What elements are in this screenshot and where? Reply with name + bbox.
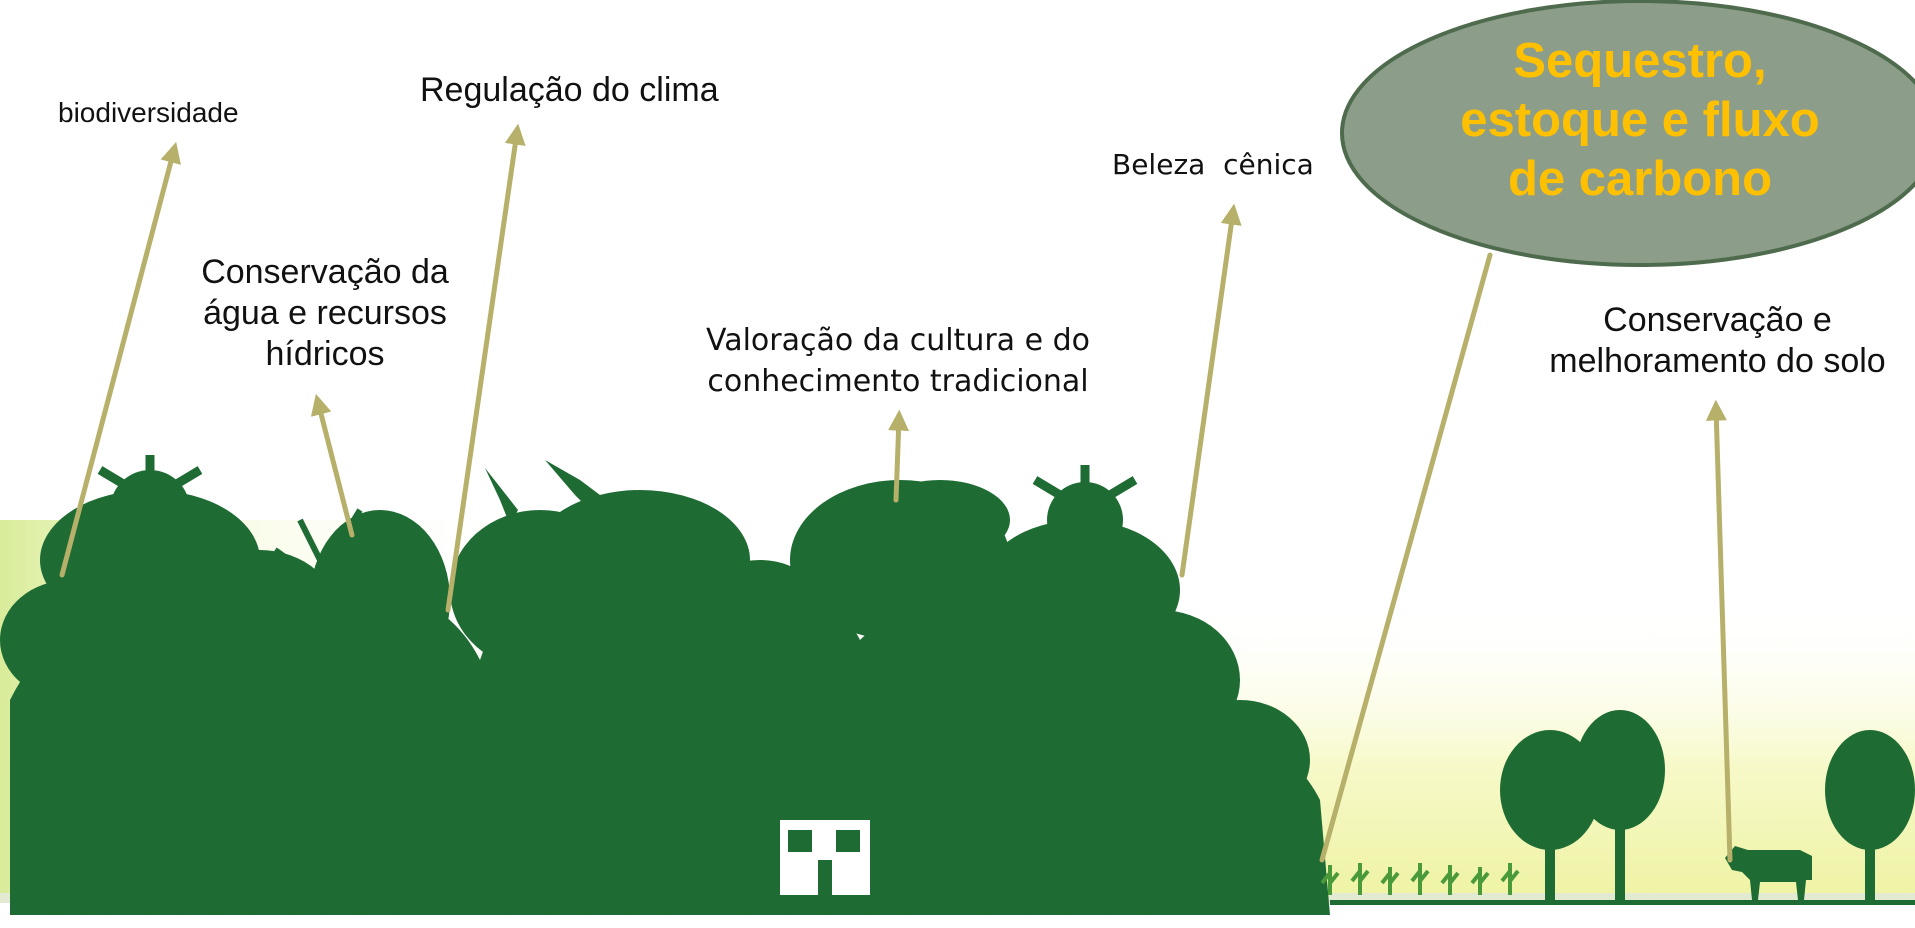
label-biodiversidade: biodiversidade [58, 97, 239, 128]
arrow-carbono [1319, 252, 1493, 863]
arrow-agua [310, 393, 355, 538]
palm-fronds-left [97, 455, 203, 534]
label-line: hídricos [265, 334, 385, 373]
label-line: água e recursos [203, 293, 447, 332]
ground-grass-right [1330, 900, 1915, 905]
label-line: Valoração da cultura e do [706, 323, 1090, 358]
label-line: melhoramento do solo [1549, 341, 1886, 380]
label-valoracao-cultura: Valoração da cultura e do conhecimento t… [688, 320, 1108, 403]
carbon-highlight-ellipse [1340, 0, 1915, 267]
grass-fringe [10, 874, 1185, 915]
highlight-line: estoque e fluxo [1460, 92, 1820, 147]
arrow-clima [445, 123, 526, 613]
label-beleza-cenica: Beleza cênica [1112, 148, 1314, 181]
pasture-trees [1330, 710, 1915, 905]
arrow-solo [1705, 399, 1733, 863]
grass-leaves [273, 508, 403, 593]
palm-fronds-right [1032, 465, 1138, 544]
cow-right [1725, 846, 1812, 900]
label-line: conhecimento tradicional [707, 364, 1089, 400]
crop-row [1320, 863, 1520, 895]
bird-2 [545, 460, 600, 510]
label-regulacao-clima: Regulação do clima [420, 71, 719, 109]
label-line: Conservação e [1603, 301, 1832, 339]
forest-silhouette [0, 455, 1330, 915]
arrows [59, 123, 1733, 863]
carbon-highlight-text: Sequestro, estoque e fluxo de carbono [1370, 32, 1910, 208]
arrow-beleza [1179, 203, 1242, 578]
highlight-line: de carbono [1507, 151, 1773, 206]
label-conservacao-solo: Conservação e melhoramento do solo [1520, 300, 1915, 382]
house [780, 820, 870, 895]
arrow-biodiversidade [59, 141, 181, 578]
label-line: Conservação da [201, 253, 449, 291]
arrow-cultura [888, 409, 910, 503]
highlight-line: Sequestro, [1513, 34, 1767, 88]
bird-1 [485, 468, 518, 525]
cow-left [20, 828, 108, 882]
label-conservacao-agua: Conservação da água e recursos hídricos [170, 252, 480, 374]
